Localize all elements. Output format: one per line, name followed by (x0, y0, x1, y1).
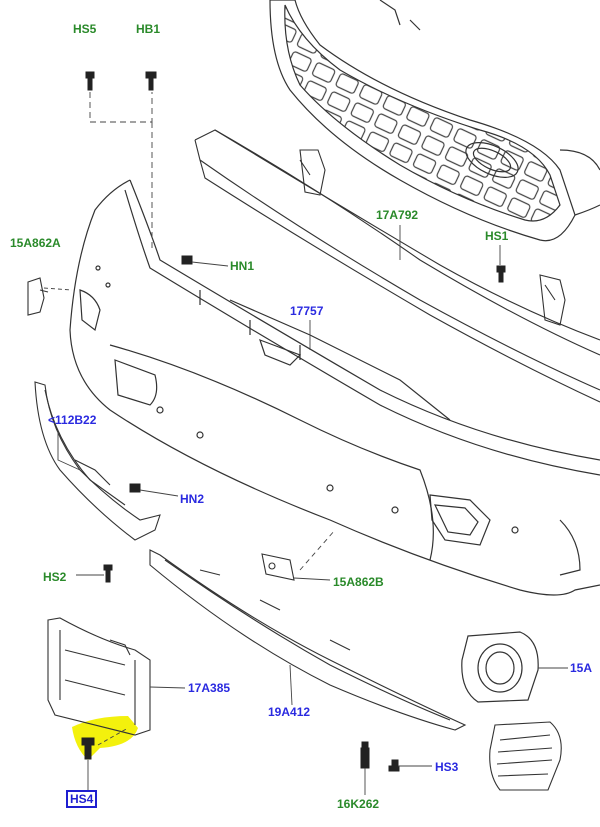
label-hn2[interactable]: HN2 (180, 492, 205, 506)
label-15a862b[interactable]: 15A862B (333, 575, 384, 589)
label-hs2[interactable]: HS2 (43, 570, 67, 584)
reinforcement-beam[interactable] (194, 129, 600, 403)
label-17a792[interactable]: 17A792 (376, 208, 419, 222)
front-grille[interactable] (269, 0, 600, 242)
license-plate-bracket[interactable] (47, 617, 151, 736)
label-15a862a[interactable]: 15A862A (10, 236, 61, 250)
fog-lamp-grille[interactable] (489, 721, 562, 791)
fastener-hs4[interactable] (81, 737, 95, 760)
label-17757[interactable]: 17757 (290, 304, 324, 318)
lower-grille-bar[interactable] (149, 549, 467, 731)
fastener-hs3[interactable] (388, 759, 400, 772)
bumper-cover[interactable] (69, 179, 600, 596)
label-19a412[interactable]: 19A412 (268, 705, 311, 719)
leader-lines (43, 92, 568, 795)
side-trim-strip[interactable] (34, 381, 161, 541)
fastener-hs2[interactable] (103, 564, 113, 583)
label-hs5[interactable]: HS5 (73, 22, 97, 36)
fog-lamp-bezel[interactable] (461, 631, 539, 703)
label-hb1[interactable]: HB1 (136, 22, 161, 36)
fastener-hs5[interactable] (85, 71, 95, 91)
label-17a385[interactable]: 17A385 (188, 681, 231, 695)
label-hs4-selected[interactable]: HS4 (66, 790, 98, 808)
fastener-hb1[interactable] (145, 71, 157, 91)
label-hn1[interactable]: HN1 (230, 259, 255, 273)
fastener-16k262[interactable] (360, 741, 370, 769)
fastener-hn1[interactable] (181, 255, 193, 265)
label-112b22[interactable]: <112B22 (48, 413, 97, 427)
bracket-15a862b[interactable] (261, 553, 295, 581)
bracket-15a862a[interactable] (27, 277, 49, 316)
fastener-hn2[interactable] (129, 483, 141, 493)
fastener-hs1[interactable] (496, 265, 506, 283)
label-hs3[interactable]: HS3 (435, 760, 459, 774)
label-hs1[interactable]: HS1 (485, 229, 509, 243)
label-15a-cut[interactable]: 15A (570, 661, 593, 675)
label-16k262[interactable]: 16K262 (337, 797, 380, 811)
